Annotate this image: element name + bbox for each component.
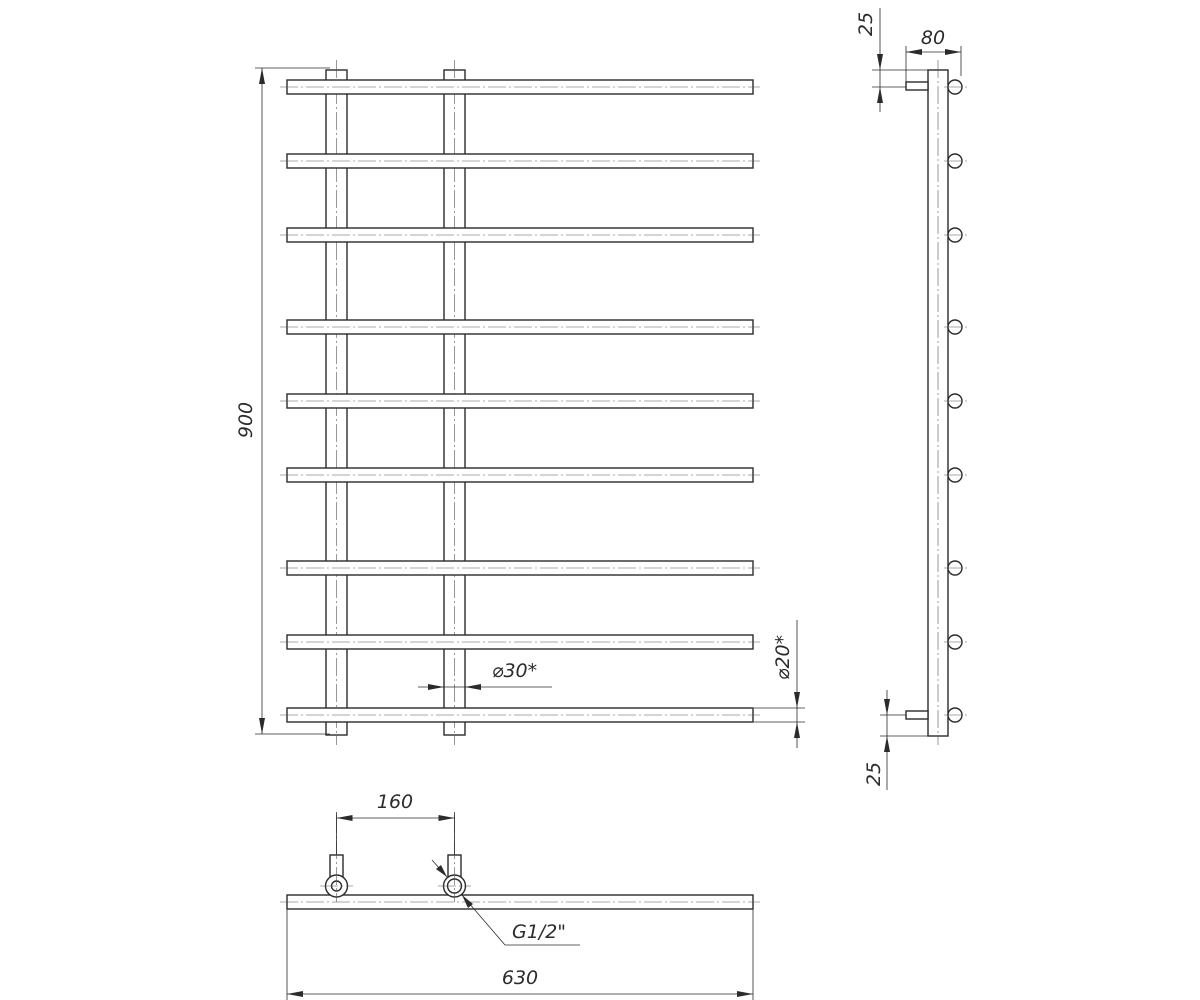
tube-diameter-dimension: ⌀30* <box>418 660 552 690</box>
height-dimension: 900 <box>235 67 330 735</box>
axis-spacing-dimension: 160 <box>336 791 455 855</box>
depth-label: 80 <box>921 27 945 49</box>
rung-diameter-label: ⌀20* <box>772 635 794 680</box>
top-offset-label: 25 <box>855 12 877 36</box>
rung-group <box>280 79 760 723</box>
axis-spacing-label: 160 <box>377 791 413 813</box>
bottom-offset-label: 25 <box>863 762 885 786</box>
width-dimension: 630 <box>286 909 754 1000</box>
thread-leader: G1/2" <box>431 859 580 946</box>
width-label: 630 <box>502 967 538 989</box>
side-bottom-connector <box>905 710 929 720</box>
tube-diameter-label: ⌀30* <box>492 660 537 682</box>
front-view <box>280 60 760 745</box>
side-top-connector <box>905 81 929 91</box>
height-label: 900 <box>235 402 257 438</box>
top-offset-dimension: 25 <box>855 8 928 112</box>
rung-diameter-dimension: ⌀20* <box>754 620 805 748</box>
thread-label: G1/2" <box>512 921 566 943</box>
bottom-offset-dimension: 25 <box>863 690 928 790</box>
rung-end-group <box>944 79 970 723</box>
side-view <box>905 60 970 745</box>
depth-dimension: 80 <box>905 27 962 82</box>
top-view <box>280 815 760 910</box>
